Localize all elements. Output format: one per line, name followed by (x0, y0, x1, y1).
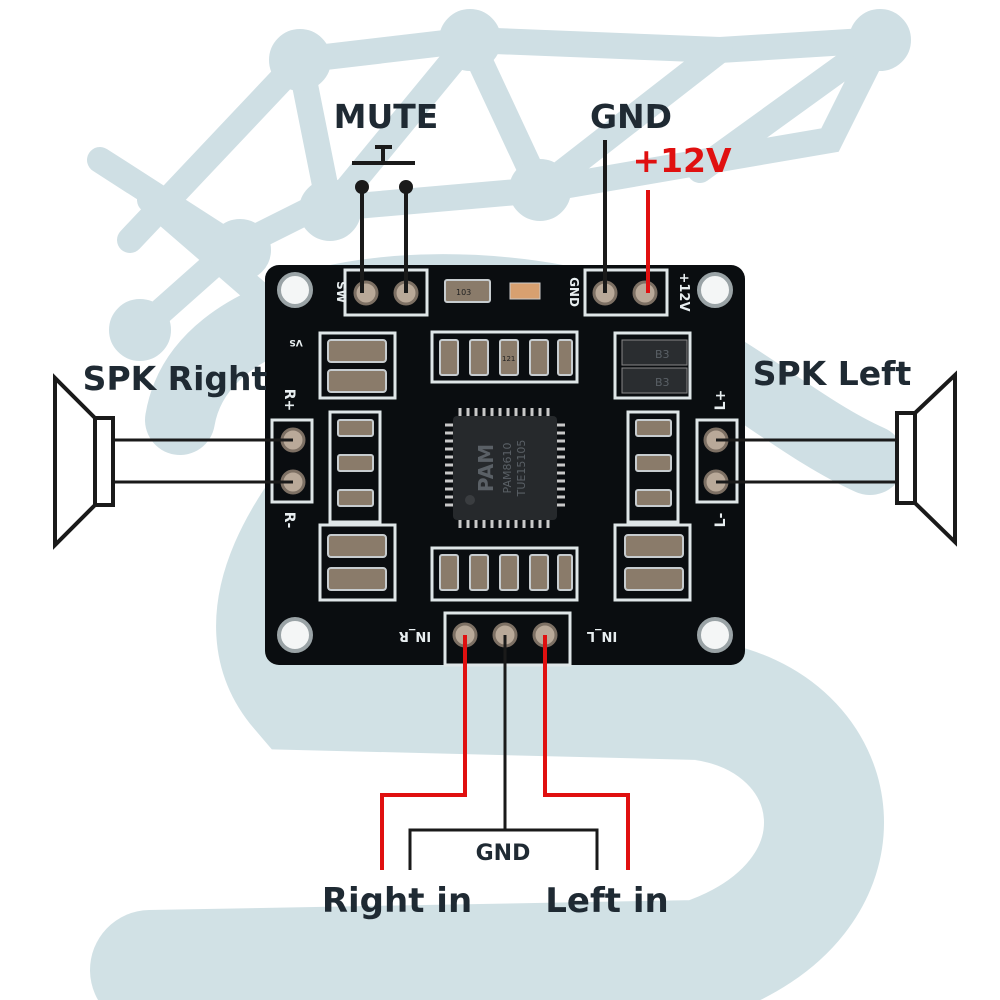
schottky-diodes (621, 339, 688, 394)
label-mute: MUTE (334, 97, 439, 136)
mute-terminal-2 (399, 180, 413, 194)
label-spk-right: SPK Right (83, 359, 268, 398)
amplifier-board: B3 B3 103 121 PAM PAM8610 TUE15105 SW GN… (265, 265, 745, 667)
label-gnd-bottom: GND (476, 841, 531, 866)
label-left-in: Left in (545, 881, 668, 921)
resistor-marking-121: 121 (502, 355, 515, 363)
pam8610-chip: PAM PAM8610 TUE15105 (445, 408, 565, 528)
right-speaker-wires (115, 438, 293, 484)
label-plus12v: +12V (632, 141, 732, 180)
silk-in-r: IN_R (399, 628, 431, 643)
input-wires (380, 635, 630, 870)
resistor-marking-103: 103 (456, 288, 471, 297)
label-right-in: Right in (322, 881, 472, 921)
silk-r-minus: R- (281, 512, 297, 529)
right-speaker-icon (53, 373, 115, 550)
chip-part-number: PAM8610 (501, 443, 514, 494)
silk-vs: VS (289, 337, 302, 347)
mute-terminal-1 (355, 180, 369, 194)
led (509, 282, 541, 300)
silk-l-plus: L+ (713, 390, 729, 411)
chip-date-code: TUE15105 (515, 440, 528, 498)
mute-switch (352, 145, 415, 293)
label-gnd-top: GND (590, 97, 672, 136)
label-spk-left: SPK Left (753, 354, 912, 393)
left-speaker-icon (895, 370, 957, 547)
diode-marking-1: B3 (655, 348, 670, 361)
chip-logo: PAM (474, 444, 498, 492)
silk-in-l: IN_L (587, 628, 618, 643)
silk-gnd: GND (567, 277, 581, 307)
left-speaker-wires (716, 438, 897, 484)
silk-l-minus: L- (713, 512, 729, 527)
diode-marking-2: B3 (655, 376, 670, 389)
silk-r-plus: R+ (281, 389, 297, 412)
silk-12v: +12V (676, 272, 691, 311)
silk-sw: SW (334, 281, 348, 303)
mounting-holes (277, 272, 733, 653)
